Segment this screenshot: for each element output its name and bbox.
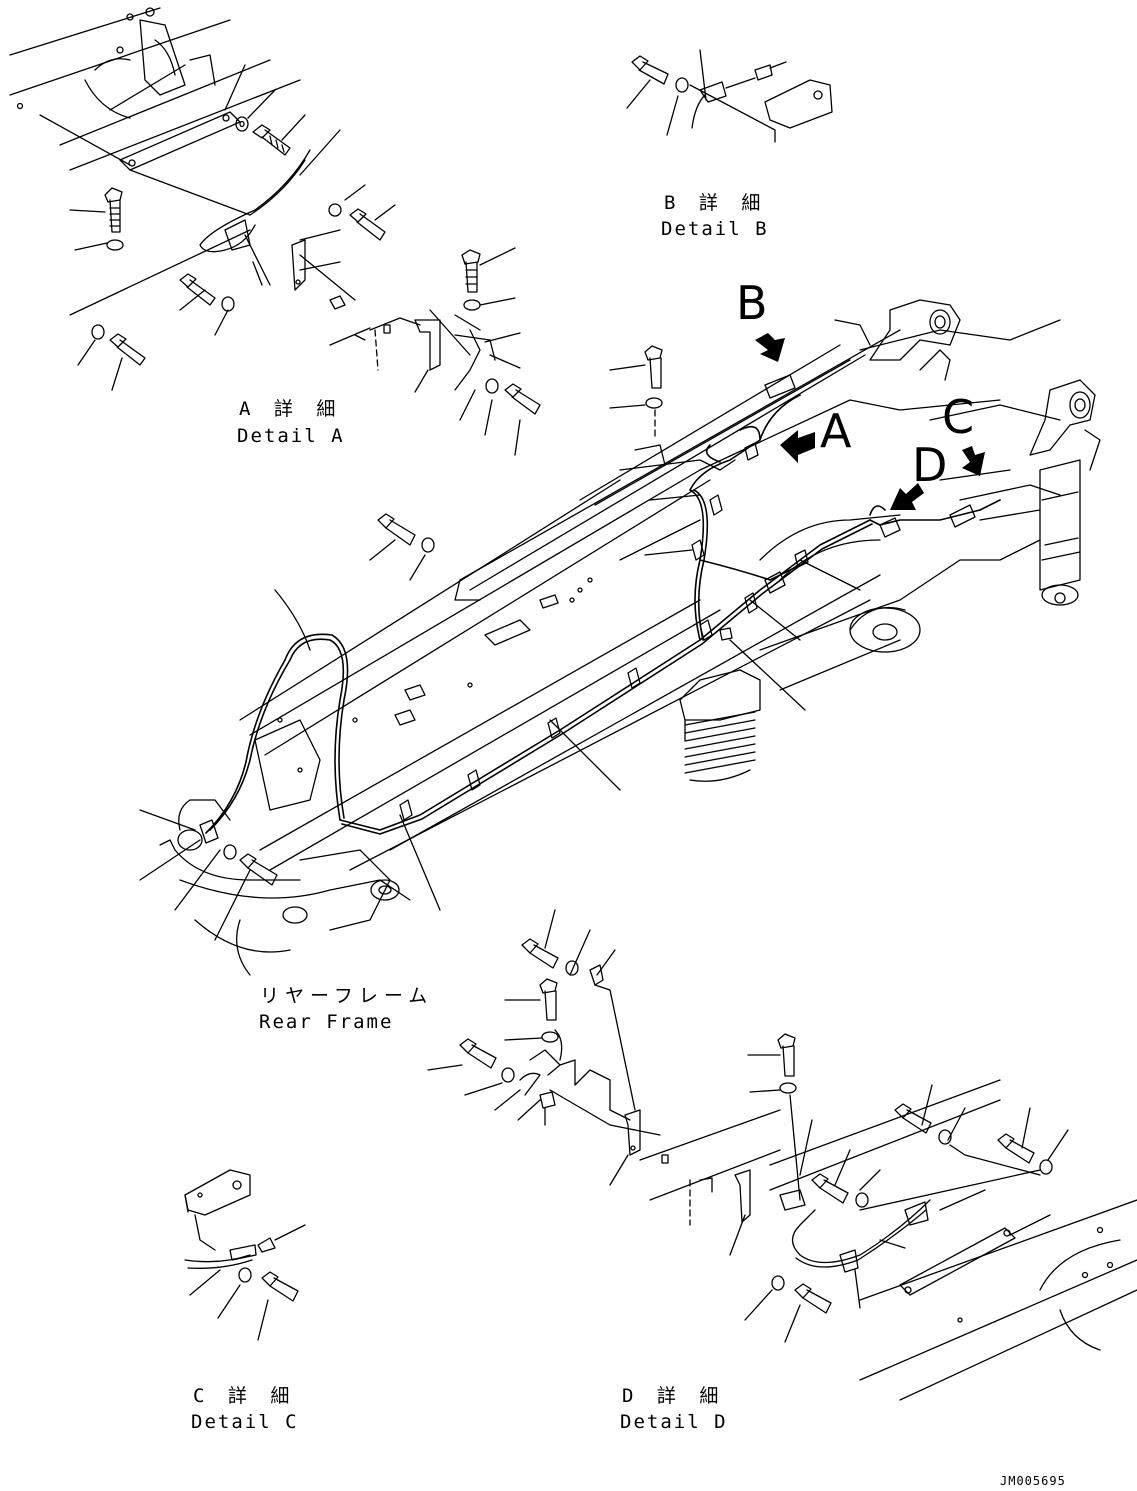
bolt-icon xyxy=(460,1039,496,1068)
radiator-core xyxy=(685,712,755,781)
rear-frame-detail xyxy=(428,910,780,1225)
bolt-icon xyxy=(462,250,480,292)
bolt-icon xyxy=(253,125,290,155)
bolt-icon xyxy=(895,1104,931,1133)
bolt-icon xyxy=(795,1284,831,1313)
bolt-icon xyxy=(378,514,415,545)
bolt-icon xyxy=(645,346,662,388)
callout-arrow-c xyxy=(962,446,985,476)
callout-label-a: A xyxy=(820,404,852,458)
detail-a-hardware xyxy=(330,248,540,455)
detail-b-title-jp: B 詳 細 xyxy=(664,192,767,214)
detail-c-title-jp: C 詳 細 xyxy=(193,1385,296,1407)
rear-frame-title-jp: リヤーフレーム xyxy=(260,985,434,1007)
bolt-icon xyxy=(998,1134,1034,1163)
main-wiring-harness xyxy=(206,395,1000,834)
detail-a-title-en: Detail A xyxy=(237,425,345,447)
callout-arrow-a xyxy=(780,430,815,463)
callout-label-b: B xyxy=(736,276,768,330)
drawing-code: JM005695 xyxy=(1000,1474,1066,1488)
bolt-icon xyxy=(262,1272,298,1301)
detail-b-drawing xyxy=(627,50,832,142)
rear-frame-assembly xyxy=(140,300,1100,975)
detail-c-title-en: Detail C xyxy=(191,1411,299,1433)
harness-clamp xyxy=(200,375,975,843)
bolt-icon xyxy=(522,939,558,968)
callout-label-c: C xyxy=(942,390,975,444)
bolt-icon xyxy=(350,209,385,240)
bolt-icon xyxy=(778,1034,795,1076)
bolt-icon xyxy=(540,979,557,1020)
callout-arrow-b xyxy=(755,333,785,362)
rear-frame-title-en: Rear Frame xyxy=(259,1011,394,1033)
detail-d-drawing xyxy=(730,1034,1137,1400)
bolt-icon xyxy=(812,1174,848,1203)
bolt-icon xyxy=(180,274,215,305)
detail-d-title-jp: D 詳 細 xyxy=(622,1385,725,1407)
detail-d-title-en: Detail D xyxy=(620,1411,728,1433)
detail-a-title-jp: A 詳 細 xyxy=(239,398,342,420)
callout-label-d: D xyxy=(912,438,948,492)
callout-arrow-d xyxy=(890,483,924,510)
bolt-icon xyxy=(105,188,122,232)
bolt-icon xyxy=(505,384,540,414)
bolt-icon xyxy=(240,854,277,885)
detail-b-title-en: Detail B xyxy=(661,218,769,240)
bolt-icon xyxy=(110,334,145,365)
detail-c-drawing xyxy=(185,1170,305,1340)
bolt-icon xyxy=(632,56,668,84)
detail-a-drawing xyxy=(10,8,395,390)
